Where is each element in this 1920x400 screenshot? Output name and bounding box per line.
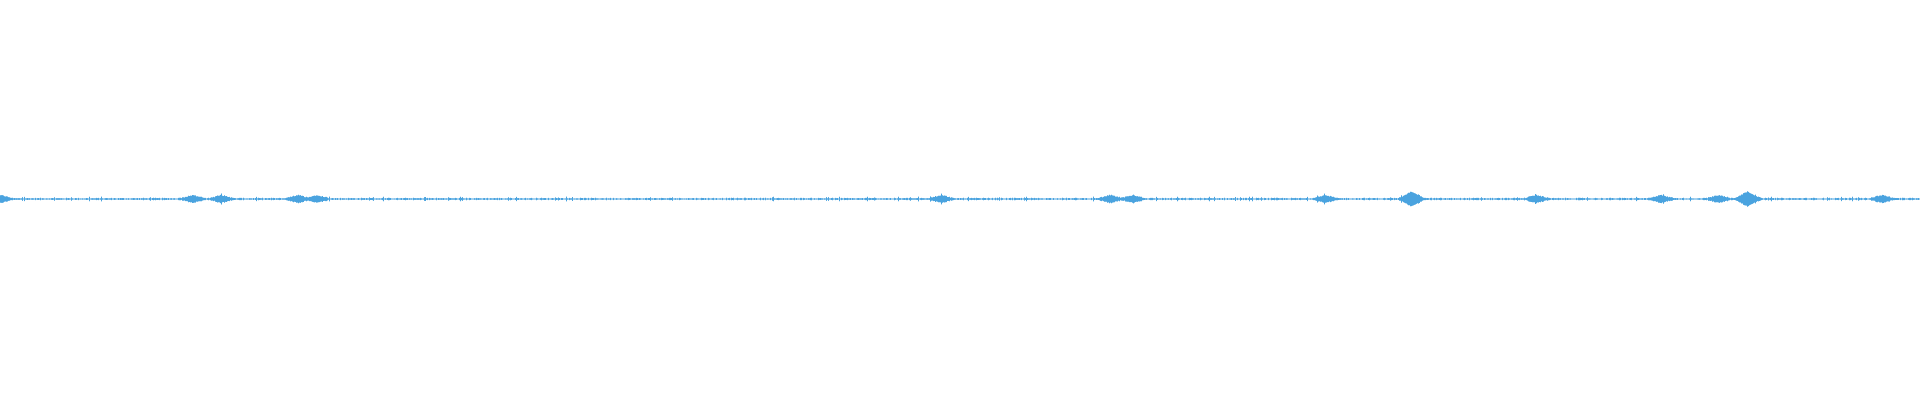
waveform-track: [0, 191, 1920, 207]
waveform-signal: [0, 191, 1920, 207]
